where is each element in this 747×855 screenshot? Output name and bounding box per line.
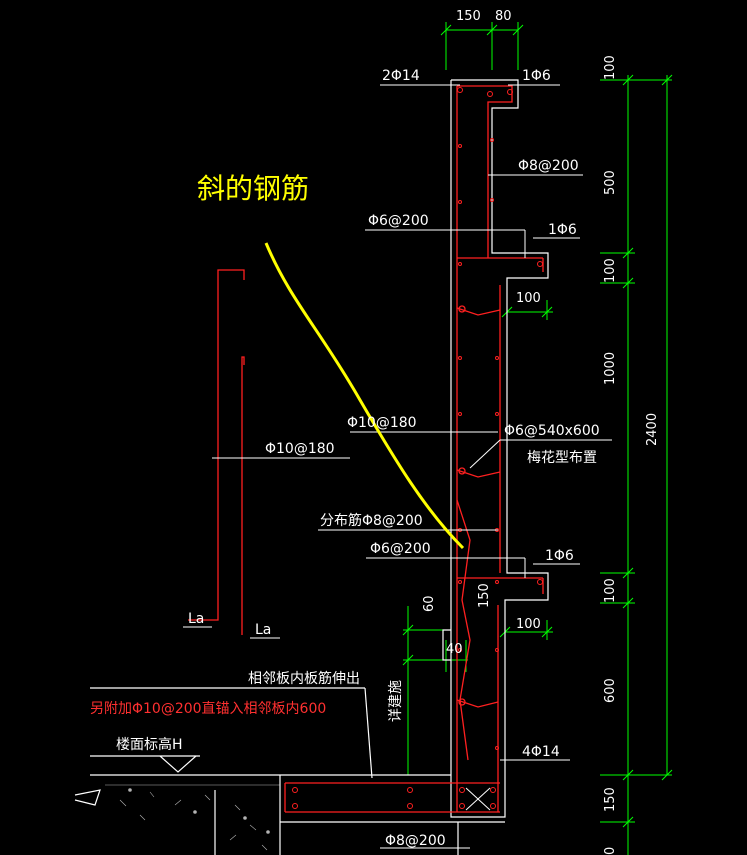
dim-inner-40: 40 (446, 642, 463, 657)
label-extra-bar: 另附加Φ10@200直锚入相邻板内600 (90, 700, 326, 717)
dim-top-150: 150 (456, 9, 481, 24)
bottom-cross (465, 787, 491, 811)
dim-right-600: 600 (603, 678, 618, 703)
dim-total: 2400 (645, 413, 660, 446)
label-tie-note: 梅花型布置 (527, 450, 597, 466)
label-tie-bars: Φ6@540x600 (504, 423, 600, 439)
dim-right-0: 0 (603, 847, 618, 855)
label-la-right: La (255, 622, 271, 638)
dim-right-100c: 100 (603, 578, 618, 603)
dim-ledge-lower: 100 (516, 617, 541, 632)
dim-inner-60: 60 (422, 595, 437, 612)
label-bottom-bars: 4Φ14 (522, 744, 560, 760)
label-stirrup-upper: Φ6@200 (368, 213, 429, 229)
dim-right-1000: 1000 (603, 352, 618, 385)
label-dist-bar: 分布筋Φ8@200 (320, 512, 423, 529)
handwritten-label: 斜的钢筋 (197, 172, 309, 205)
label-wall-bar: Φ10@180 (347, 415, 417, 431)
dim-top-80: 80 (495, 9, 512, 24)
leader-lines (183, 84, 612, 849)
label-la-left: La (188, 611, 204, 627)
concrete-outline (74, 79, 549, 855)
label-top-bars: 2Φ14 (382, 68, 420, 84)
dim-right-150: 150 (603, 787, 618, 812)
dim-inner-150: 150 (477, 583, 492, 608)
label-ledge-lower-bar: 1Φ6 (545, 548, 574, 564)
label-slab-note: 相邻板内板筋伸出 (248, 670, 360, 687)
label-bottom-stirrup: Φ8@200 (385, 833, 446, 849)
highlight-stroke (264, 242, 465, 550)
label-vert-upper: Φ8@200 (518, 158, 579, 174)
label-ledge-upper-bar: 1Φ6 (548, 222, 577, 238)
label-stirrup-lower: Φ6@200 (370, 541, 431, 557)
rebar (188, 85, 544, 813)
dim-right-100b: 100 (603, 258, 618, 283)
label-detail-tag: 详建施 (388, 680, 404, 722)
label-floor-level: 楼面标高H (116, 736, 183, 753)
dim-right-100a: 100 (603, 55, 618, 80)
dim-right-500: 500 (603, 170, 618, 195)
label-top-hook: 1Φ6 (522, 68, 551, 84)
label-detail-bar: Φ10@180 (265, 441, 335, 457)
ground-hatch (105, 784, 280, 851)
dim-ledge-upper: 100 (516, 291, 541, 306)
